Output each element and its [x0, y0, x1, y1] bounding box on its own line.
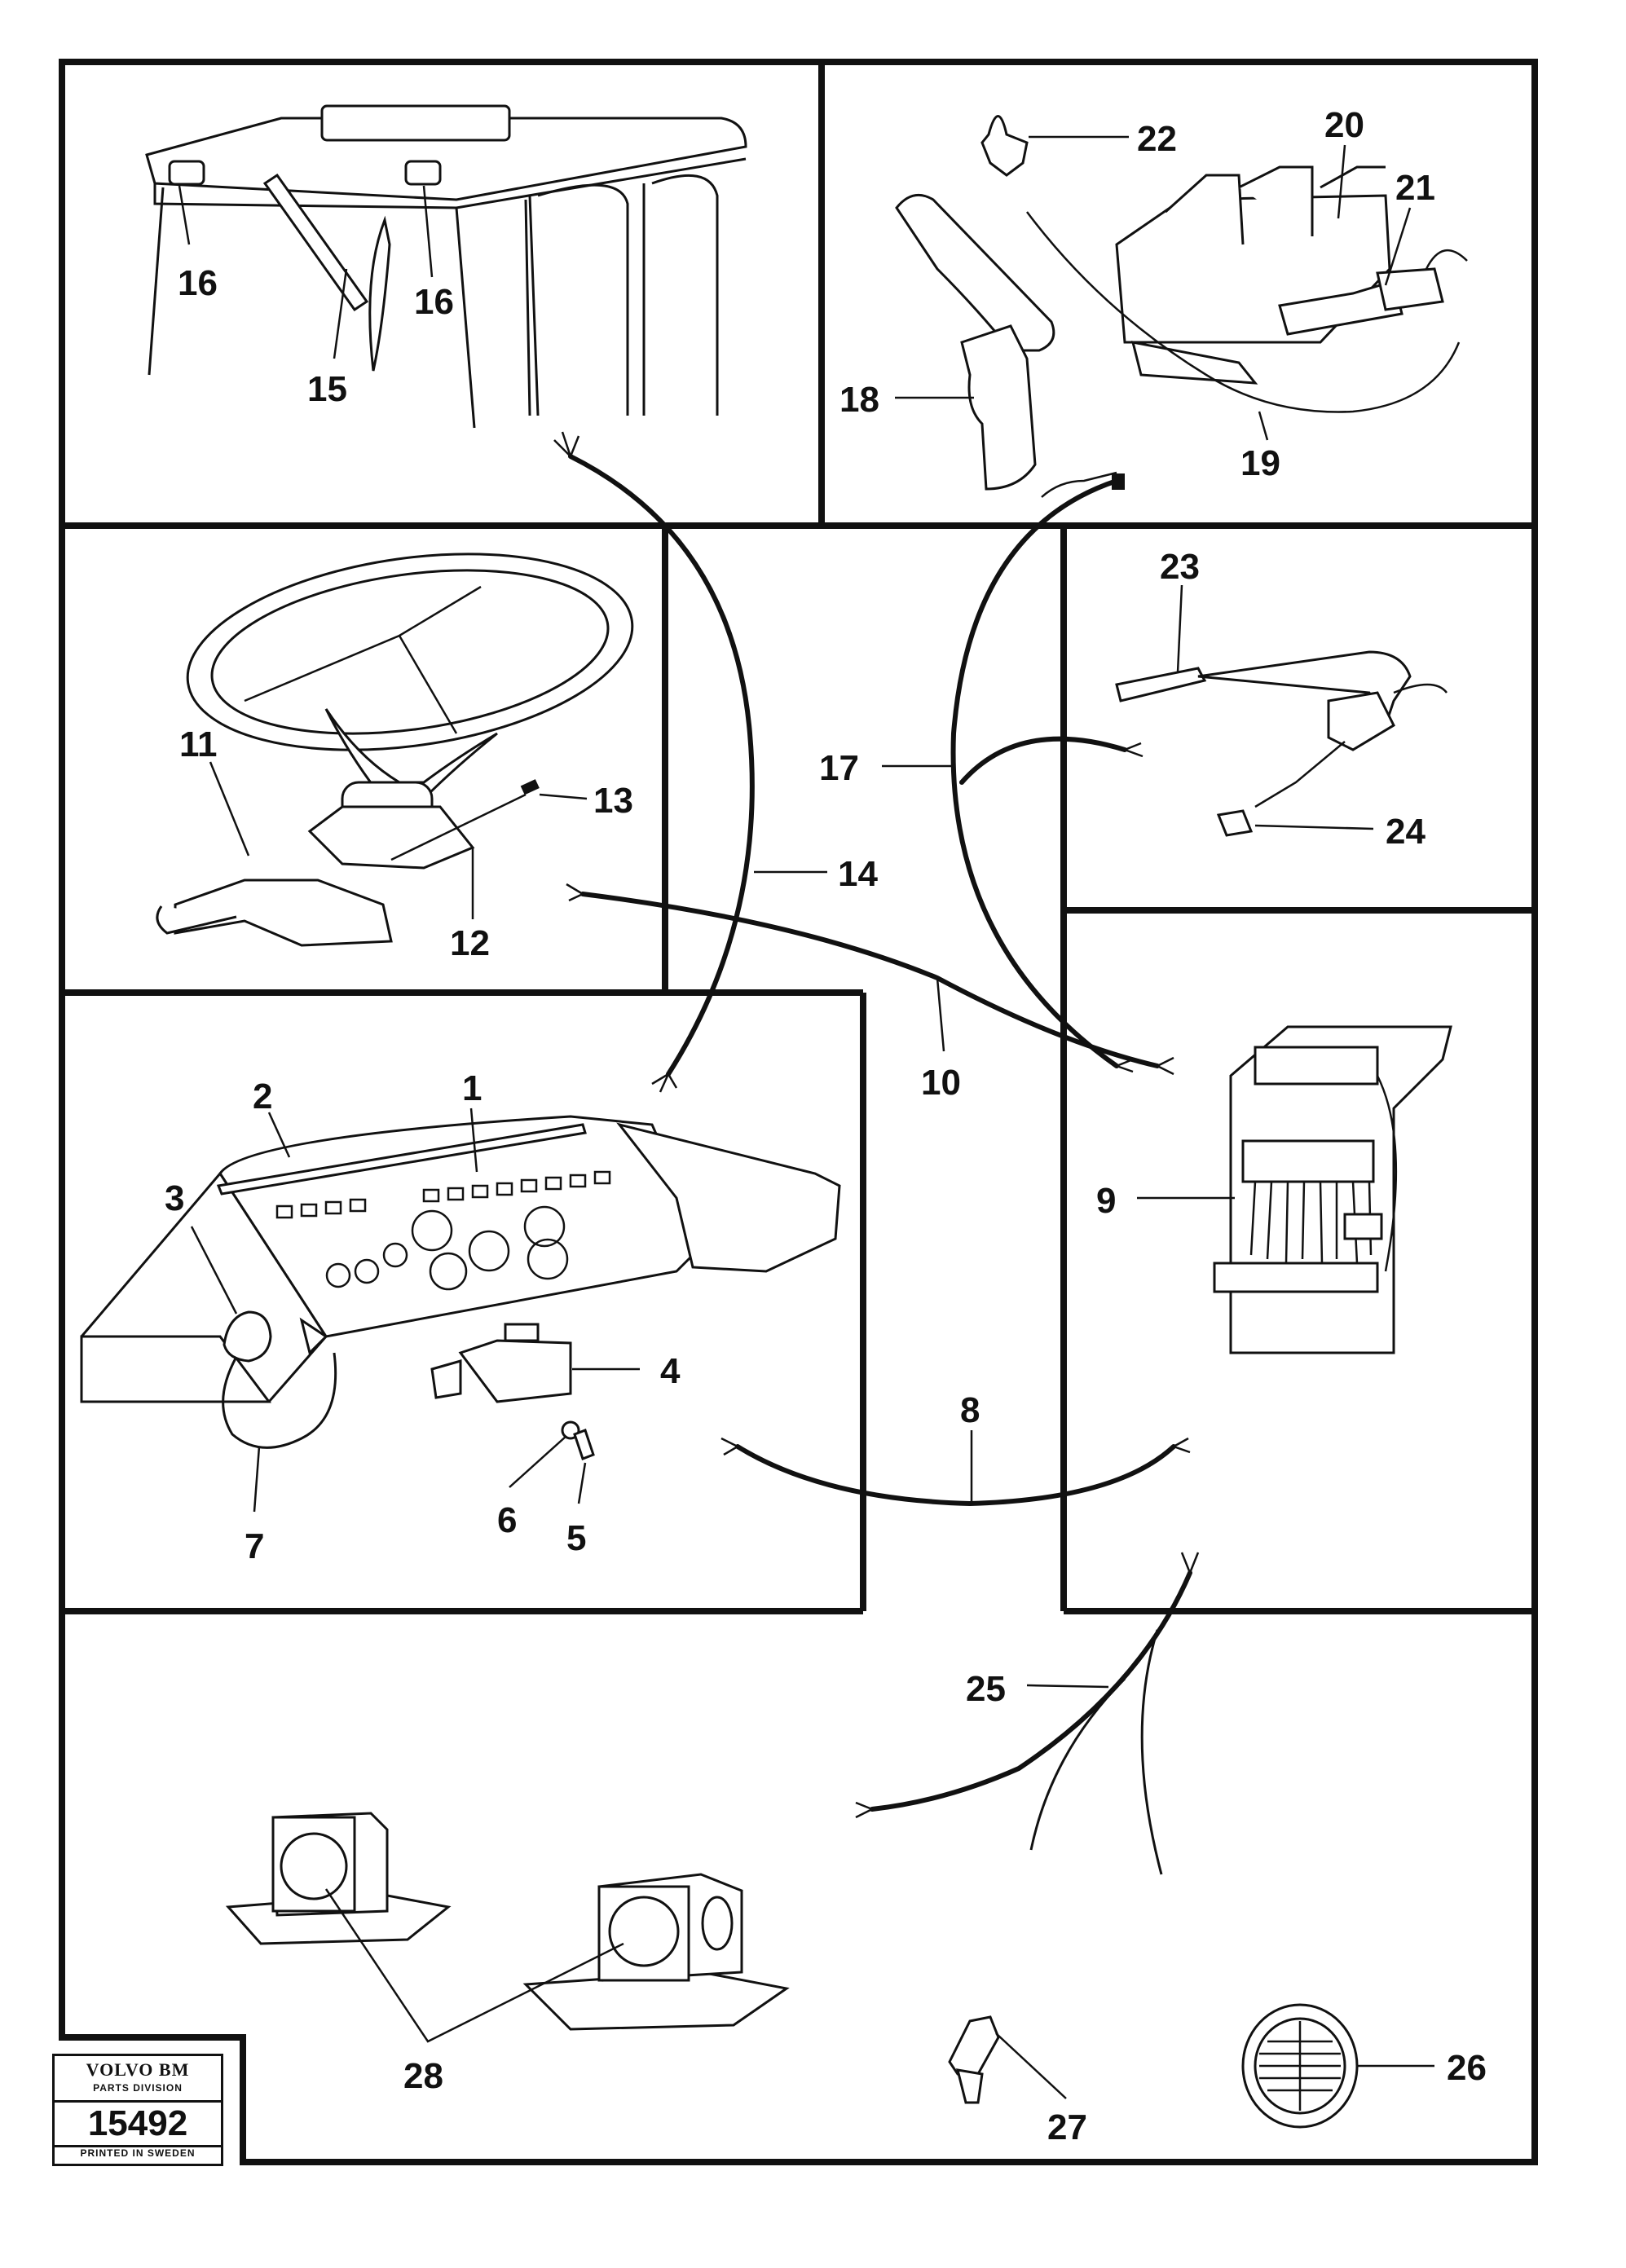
callout-12: 12: [450, 923, 490, 963]
horn-illustration: [1241, 2003, 1359, 2129]
callout-16-left: 16: [178, 263, 218, 303]
callout-19-leader: [1258, 411, 1269, 441]
callout-24: 24: [1386, 812, 1426, 852]
callout-20-leader: [1337, 144, 1346, 219]
volvo-bm-parts-stamp: VOLVO BM PARTS DIVISION 15492 PRINTED IN…: [52, 2054, 223, 2166]
callout-13: 13: [593, 781, 633, 821]
panel-frame: [59, 59, 1538, 2165]
callout-11: 11: [179, 724, 218, 764]
callout-2-leader: [267, 1112, 291, 1158]
callout-3: 3: [165, 1178, 184, 1218]
cable-harness-17: [950, 473, 1143, 1073]
callout-21-leader: [1384, 207, 1412, 286]
callout-1-leader: [469, 1108, 478, 1173]
callout-18: 18: [839, 380, 879, 420]
cab-roof-illustration: [145, 104, 747, 429]
dashboard-illustration: [80, 1115, 841, 1449]
callout-23: 23: [1160, 547, 1200, 587]
callout-27-leader: [995, 2032, 1067, 2099]
callout-3-leader: [190, 1226, 238, 1315]
callout-26: 26: [1447, 2048, 1487, 2088]
callout-15-leader: [333, 268, 348, 359]
callout-10: 10: [921, 1063, 961, 1103]
stamp-division: PARTS DIVISION: [93, 2082, 183, 2094]
steering-wheel-illustration: [156, 553, 634, 947]
callout-16-left-leader: [178, 185, 191, 245]
callout-14: 14: [838, 854, 878, 894]
stamp-brand: VOLVO BM: [86, 2059, 190, 2080]
callout-7-leader: [253, 1446, 261, 1513]
callout-2: 2: [253, 1077, 272, 1116]
cable-harness-14: [553, 431, 755, 1093]
callout-7: 7: [245, 1526, 264, 1566]
cable-harness-25: [855, 1552, 1200, 1875]
callout-6: 6: [497, 1500, 517, 1540]
callout-4: 4: [660, 1351, 681, 1391]
callout-16-right: 16: [414, 282, 454, 322]
callout-19: 19: [1240, 443, 1280, 483]
stamp-printed-in: PRINTED IN SWEDEN: [80, 2147, 196, 2159]
callout-21: 21: [1395, 168, 1435, 208]
stamp-drawing-number: 15492: [55, 2100, 221, 2147]
relay-box-illustration: [430, 1323, 595, 1460]
pedal-valve-illustration: [895, 115, 1468, 498]
fuse-board-illustration: [1213, 1025, 1452, 1354]
callout-25: 25: [966, 1669, 1006, 1709]
callout-23-leader: [1176, 584, 1183, 673]
callout-16-right-leader: [422, 185, 434, 278]
callout-5: 5: [566, 1518, 586, 1558]
callout-8: 8: [960, 1390, 980, 1430]
callout-13-leader: [539, 793, 588, 800]
parking-brake-illustration: [1115, 650, 1448, 837]
cable-harness-8: [720, 1437, 1191, 1507]
callout-28: 28: [403, 2056, 443, 2096]
work-lamps-illustration: [225, 1812, 790, 2031]
callout-5-leader: [577, 1462, 587, 1504]
callout-1: 1: [462, 1068, 482, 1108]
callout-11-leader: [209, 761, 250, 857]
callout-27: 27: [1047, 2107, 1087, 2147]
callout-9: 9: [1096, 1181, 1116, 1221]
callout-24-leader: [1254, 824, 1374, 830]
cable-harness-10: [566, 883, 1174, 1076]
callout-17: 17: [819, 748, 859, 788]
callout-28-leader: [324, 1888, 624, 2043]
callout-6-leader: [509, 1435, 567, 1488]
callout-22: 22: [1137, 119, 1177, 159]
callout-10-leader: [936, 977, 945, 1052]
switch-illustration: [948, 2015, 1000, 2104]
callout-25-leader: [1026, 1684, 1109, 1689]
callout-20: 20: [1324, 105, 1364, 145]
callout-15: 15: [307, 369, 347, 409]
